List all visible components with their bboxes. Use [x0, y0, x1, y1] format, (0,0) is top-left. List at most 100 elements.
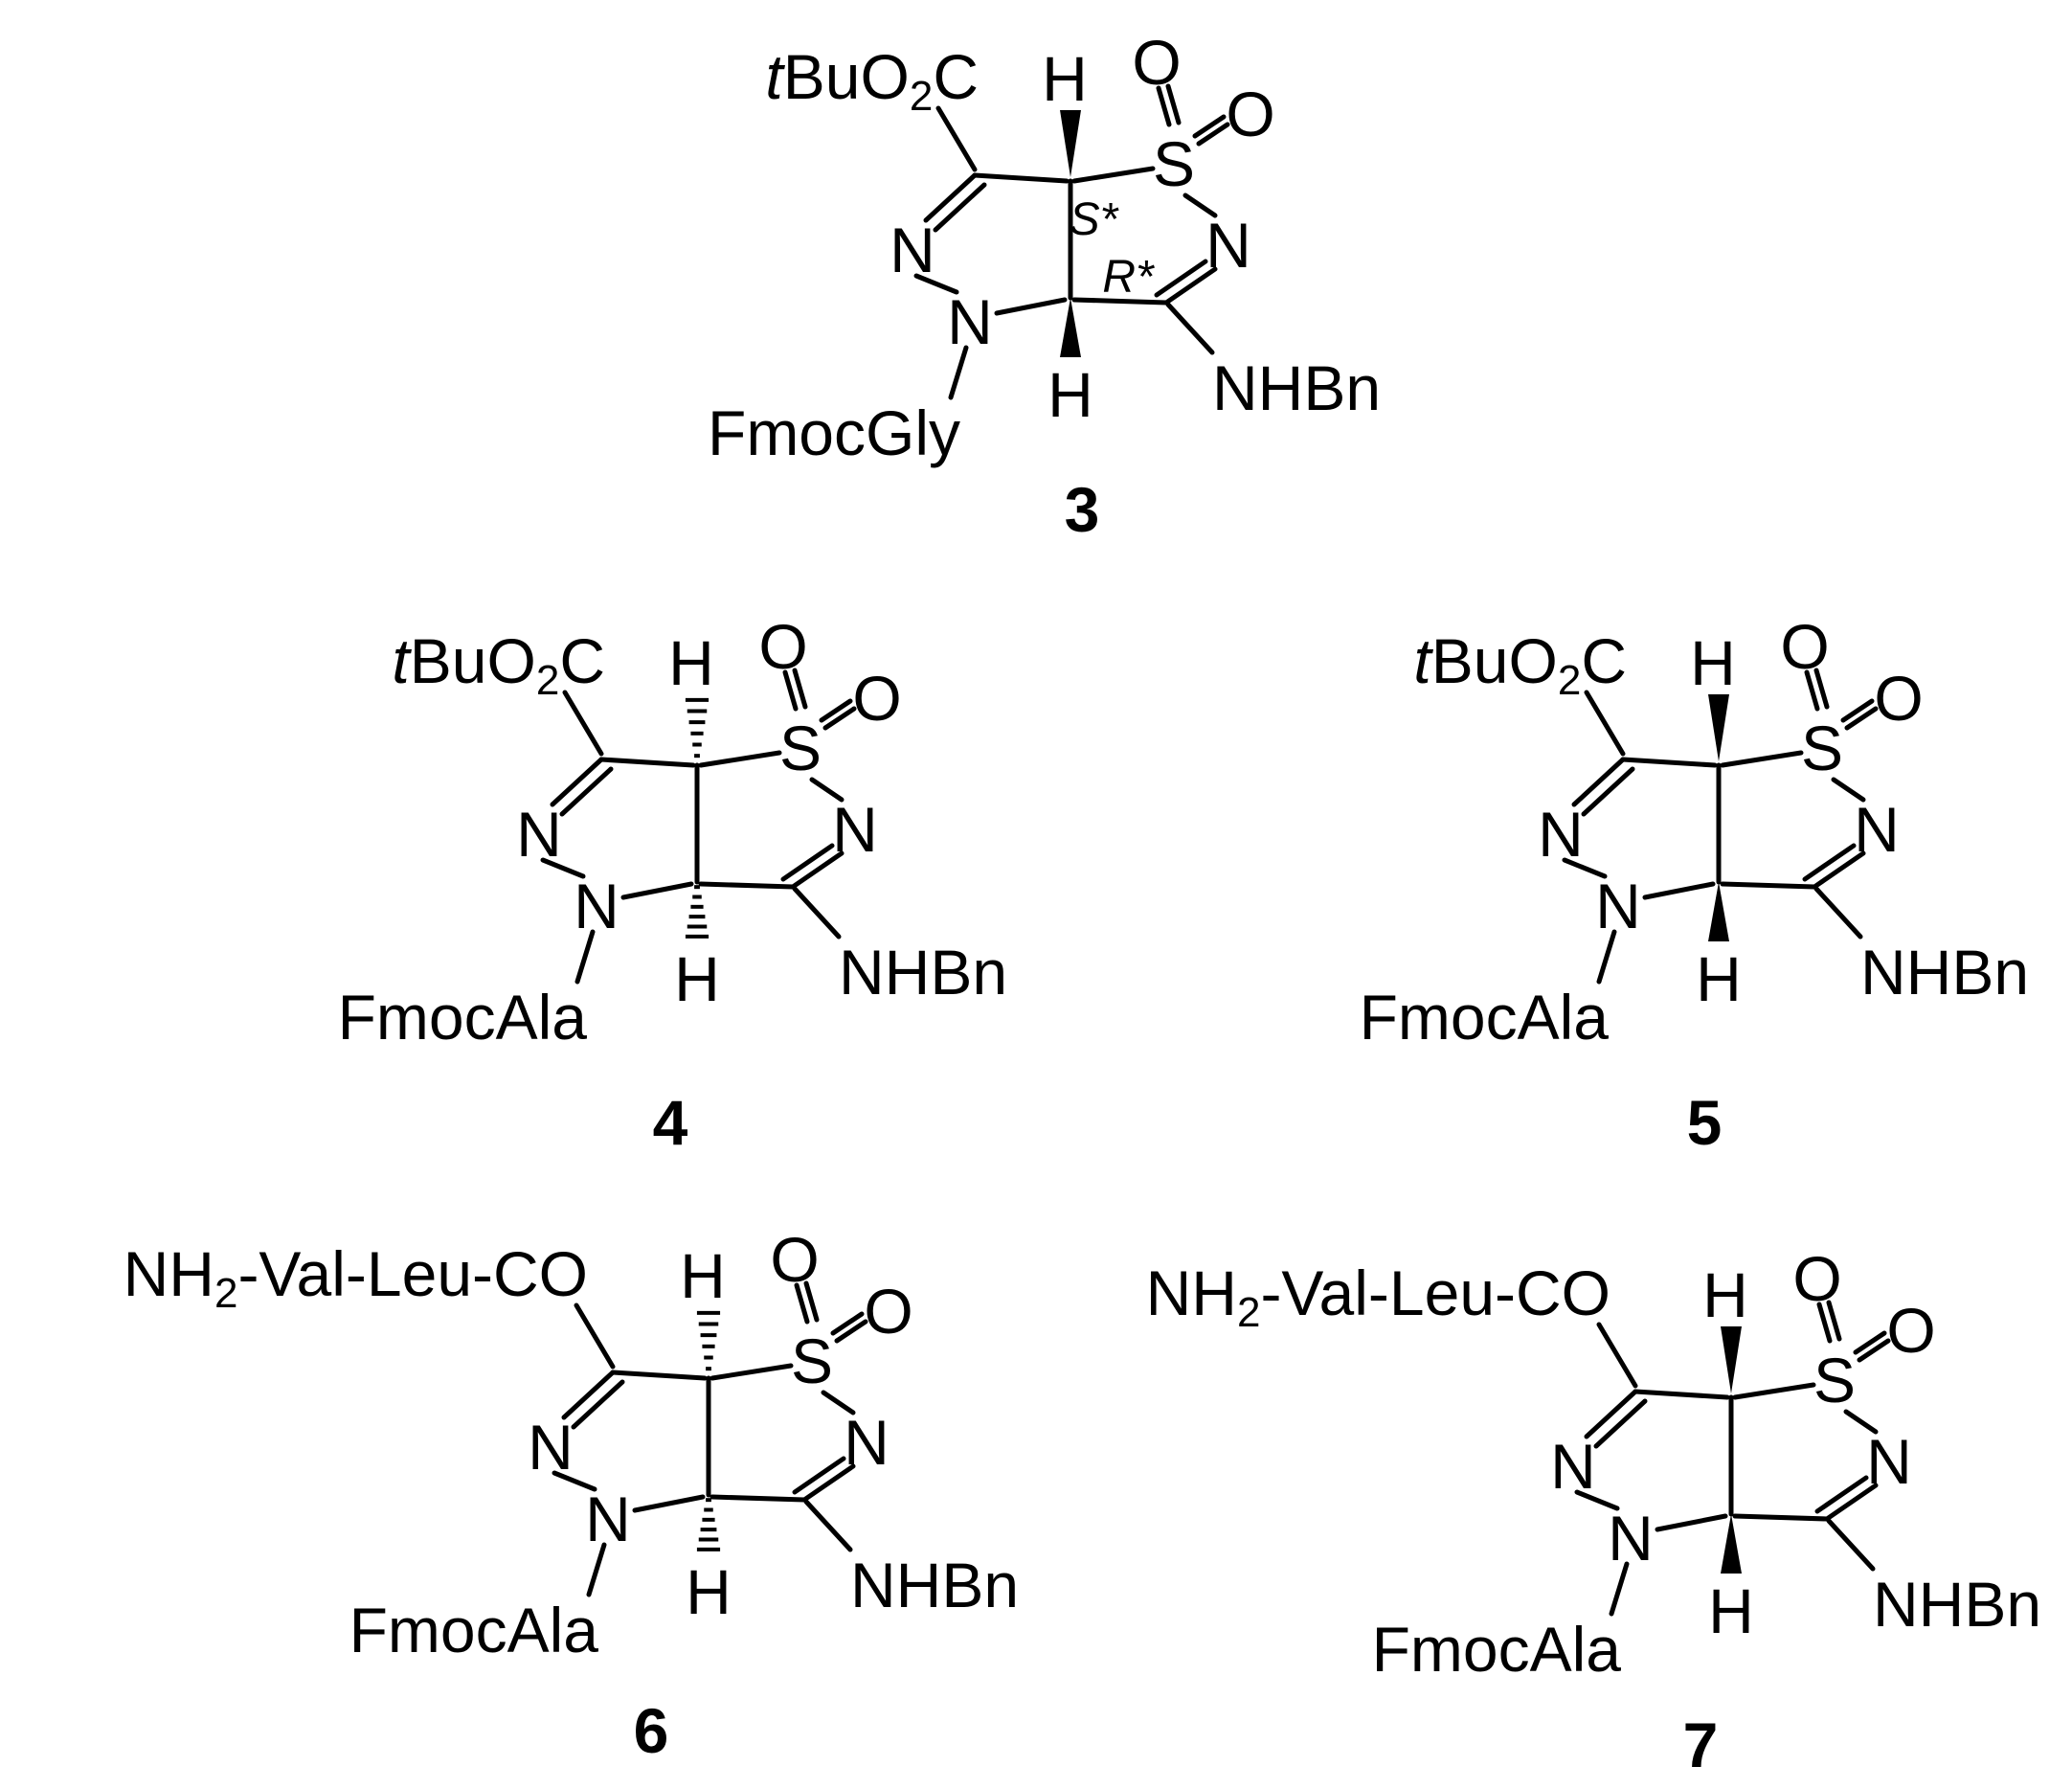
atom-n-isothiazole: N [1866, 1426, 1912, 1497]
compound-number-7: 7 [1683, 1710, 1719, 1780]
acyl-label: FmocAla [349, 1595, 599, 1665]
bond-n-n [540, 857, 586, 879]
bond-n-n [552, 1470, 597, 1492]
bond-s-o-up-second-line [1813, 668, 1830, 710]
atom-o-top: O [758, 611, 807, 682]
stereo-descriptor-s: S* [1070, 194, 1119, 245]
bond-n-c-double [1824, 1483, 1879, 1522]
bond-n-c-double-second-line [780, 843, 835, 882]
bond-s-o-right-second-line [1844, 706, 1879, 731]
bond-c-s [698, 750, 782, 768]
bond-s-o-up [1804, 669, 1820, 712]
bond-c-n-double-second-line [559, 766, 614, 817]
bond-n-acyl [586, 1542, 607, 1597]
bond-c-nh [1826, 1518, 1876, 1572]
amine-label: NHBn [839, 937, 1007, 1008]
atom-o-right: O [852, 663, 901, 734]
bond-s-o-up-second-line [1165, 83, 1182, 125]
bond-c-n-double-second-line [1593, 1398, 1648, 1449]
stereo-descriptor-r: R* [1102, 252, 1155, 303]
bond-s-o-up-second-line [1826, 1300, 1842, 1342]
stereo-hash-bottom [685, 885, 709, 939]
bond-n-c-double [1163, 266, 1218, 306]
bond-n-c [1655, 1513, 1728, 1532]
atom-s: S [1813, 1345, 1856, 1415]
bond-c-nh [803, 1499, 853, 1552]
bond-c-ester [574, 1302, 616, 1370]
bond-c-n-double [1584, 1389, 1638, 1439]
atom-s: S [779, 713, 822, 783]
bond-c-ester [1596, 1322, 1638, 1389]
stereo-wedge-top [1708, 694, 1729, 761]
bond-s-o-right [1840, 698, 1875, 723]
compound-number-3: 3 [1065, 474, 1100, 545]
bond-n-c-double-second-line [1814, 1475, 1869, 1514]
bond-c-c-amidine [1071, 297, 1169, 306]
atom-h-bottom: H [1047, 359, 1093, 430]
bond-n-c-double-second-line [1802, 843, 1857, 882]
acyl-label: FmocAla [338, 982, 588, 1053]
stereo-wedge-top [1721, 1326, 1742, 1393]
ester-label: tBuO2C [765, 41, 979, 120]
bond-n-acyl [1609, 1561, 1630, 1617]
atom-n-pyrazoline: N [1550, 1431, 1596, 1502]
atom-o-right: O [1226, 79, 1274, 149]
atom-n-substituted: N [585, 1483, 631, 1554]
atom-n-isothiazole: N [1205, 210, 1251, 281]
bond-s-o-right-second-line [1857, 1338, 1891, 1363]
bond-c-s [1071, 166, 1156, 184]
bond-n-c [1642, 881, 1716, 900]
acyl-label: FmocAla [1372, 1614, 1622, 1685]
atom-o-top: O [1792, 1243, 1841, 1314]
bond-n-n [1562, 857, 1608, 879]
bond-c-n-double-second-line [571, 1379, 625, 1430]
atom-o-right: O [1874, 663, 1923, 734]
atom-n-isothiazole: N [1854, 794, 1900, 865]
bond-n-c-double-second-line [792, 1456, 846, 1495]
bond-s-o-right [819, 698, 853, 723]
compound-number-4: 4 [653, 1087, 688, 1158]
stereo-hash-top [696, 1310, 721, 1371]
bond-c-c-amidine [1732, 1513, 1830, 1522]
bond-s-o-right [1853, 1330, 1887, 1355]
atom-n-pyrazoline: N [516, 799, 562, 870]
atom-o-top: O [770, 1224, 819, 1295]
atom-n-pyrazoline: N [1538, 799, 1584, 870]
atom-h-bottom: H [1708, 1575, 1754, 1646]
bond-c-c [598, 757, 696, 768]
bond-s-o-up [1156, 85, 1172, 127]
amine-label: NHBn [1212, 352, 1381, 423]
bond-c-c-amidine [698, 881, 796, 890]
bond-s-n [1843, 1409, 1879, 1435]
atom-n-substituted: N [1608, 1503, 1654, 1574]
bond-c-n-double [550, 757, 604, 807]
bond-c-nh [1165, 302, 1215, 355]
bond-s-o-right-second-line [1196, 122, 1230, 147]
atom-h-bottom: H [674, 943, 720, 1014]
bond-n-c [632, 1494, 706, 1513]
bond-c-n-double [923, 172, 978, 223]
atom-n-substituted: N [1595, 871, 1641, 941]
bond-c-c [1620, 757, 1718, 768]
bond-c-ester [562, 690, 604, 757]
bond-s-o-up-second-line [792, 668, 808, 710]
bond-c-n-double-second-line [1581, 766, 1635, 817]
bond-s-o-right [1192, 114, 1227, 139]
bond-c-c [610, 1370, 708, 1381]
bond-s-n [1831, 777, 1866, 803]
bond-n-c-double [790, 850, 845, 890]
stereo-hash-bottom [696, 1498, 721, 1551]
bond-c-ester [935, 105, 978, 172]
atom-o-top: O [1132, 27, 1181, 98]
atom-h-top: H [1042, 43, 1088, 114]
atom-n-isothiazole: N [844, 1407, 890, 1478]
bond-c-c [972, 172, 1070, 184]
bond-n-c [620, 881, 694, 900]
atom-h-bottom: H [1696, 943, 1742, 1014]
atom-n-substituted: N [947, 286, 993, 357]
bond-c-n-double [561, 1370, 616, 1420]
bond-n-acyl [1596, 929, 1617, 985]
